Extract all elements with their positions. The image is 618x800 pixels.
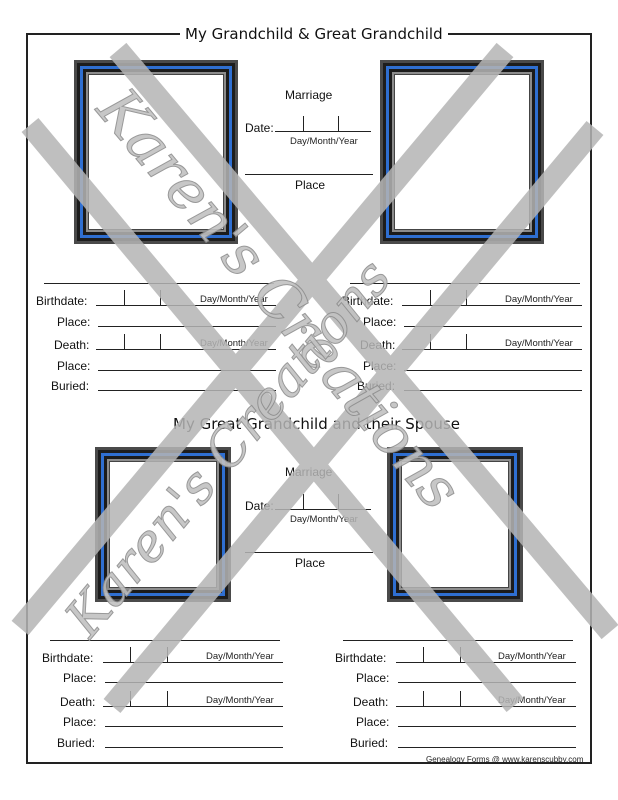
death-place-line-bottom-left[interactable] — [105, 726, 283, 727]
birthdate-label-bottom-right: Birthdate: — [335, 651, 387, 665]
buried-line-top-left[interactable] — [98, 390, 276, 391]
section-title-top: My Grandchild & Great Grandchild — [180, 25, 448, 43]
death-place-line-bottom-right[interactable] — [398, 726, 576, 727]
death-label-bottom-left: Death: — [60, 695, 96, 709]
buried-line-bottom-right[interactable] — [398, 747, 576, 748]
photo-frame-top-right — [380, 60, 544, 244]
name-line-top-left[interactable] — [44, 283, 274, 284]
marriage-date-line-top[interactable] — [275, 131, 371, 132]
marriage-date-format-top: Day/Month/Year — [290, 136, 358, 147]
birth-place-label-bottom-left: Place: — [63, 671, 97, 685]
buried-label-top-left: Buried: — [51, 379, 90, 393]
birthdate-line-bottom-left[interactable] — [103, 662, 283, 663]
buried-label-top-right: Buried: — [357, 379, 396, 393]
birthdate-label-top-left: Birthdate: — [36, 294, 88, 308]
birthdate-label-bottom-left: Birthdate: — [42, 651, 94, 665]
birth-place-label-bottom-right: Place: — [356, 671, 390, 685]
death-place-label-top-left: Place: — [57, 359, 91, 373]
birth-place-label-top-right: Place: — [363, 315, 397, 329]
name-line-bottom-left[interactable] — [50, 640, 280, 641]
marriage-place-label-top: Place — [295, 178, 326, 192]
name-line-top-right[interactable] — [350, 283, 580, 284]
marriage-date-line-bottom[interactable] — [275, 509, 371, 510]
birth-place-line-top-right[interactable] — [404, 326, 582, 327]
death-line-bottom-right[interactable] — [396, 706, 576, 707]
site-credit: Genealogy Forms @ www.karenscubby.com — [426, 755, 584, 764]
death-place-line-top-left[interactable] — [98, 370, 276, 371]
buried-line-top-right[interactable] — [404, 390, 582, 391]
death-line-bottom-left[interactable] — [103, 706, 283, 707]
name-line-bottom-right[interactable] — [343, 640, 573, 641]
death-label-top-left: Death: — [54, 338, 90, 352]
death-place-line-top-right[interactable] — [404, 370, 582, 371]
death-line-top-right[interactable] — [402, 349, 582, 350]
birthdate-label-top-right: Birthdate: — [342, 294, 394, 308]
section-title-bottom: My Great Grandchild and their Spouse — [168, 415, 465, 433]
marriage-heading-bottom: Marriage — [285, 465, 333, 479]
marriage-date-label-top: Date: — [245, 121, 274, 135]
marriage-place-label-bottom: Place — [295, 556, 326, 570]
buried-label-bottom-left: Buried: — [57, 736, 96, 750]
marriage-date-format-bottom: Day/Month/Year — [290, 514, 358, 525]
birth-place-line-top-left[interactable] — [98, 326, 276, 327]
birthdate-line-top-right[interactable] — [402, 305, 582, 306]
birthdate-line-top-left[interactable] — [96, 305, 276, 306]
death-place-label-bottom-right: Place: — [356, 715, 390, 729]
buried-label-bottom-right: Buried: — [350, 736, 389, 750]
death-place-label-top-right: Place: — [363, 359, 397, 373]
marriage-place-line-top[interactable] — [245, 174, 373, 175]
marriage-heading-top: Marriage — [285, 88, 333, 102]
death-place-label-bottom-left: Place: — [63, 715, 97, 729]
birth-place-line-bottom-left[interactable] — [105, 682, 283, 683]
photo-frame-bottom-left — [95, 447, 231, 602]
marriage-date-label-bottom: Date: — [245, 499, 274, 513]
marriage-place-line-bottom[interactable] — [245, 552, 373, 553]
death-label-bottom-right: Death: — [353, 695, 389, 709]
birth-place-line-bottom-right[interactable] — [398, 682, 576, 683]
birth-place-label-top-left: Place: — [57, 315, 91, 329]
death-label-top-right: Death: — [360, 338, 396, 352]
photo-frame-top-left — [74, 60, 238, 244]
death-line-top-left[interactable] — [96, 349, 276, 350]
photo-frame-bottom-right — [387, 447, 523, 602]
buried-line-bottom-left[interactable] — [105, 747, 283, 748]
birthdate-line-bottom-right[interactable] — [396, 662, 576, 663]
